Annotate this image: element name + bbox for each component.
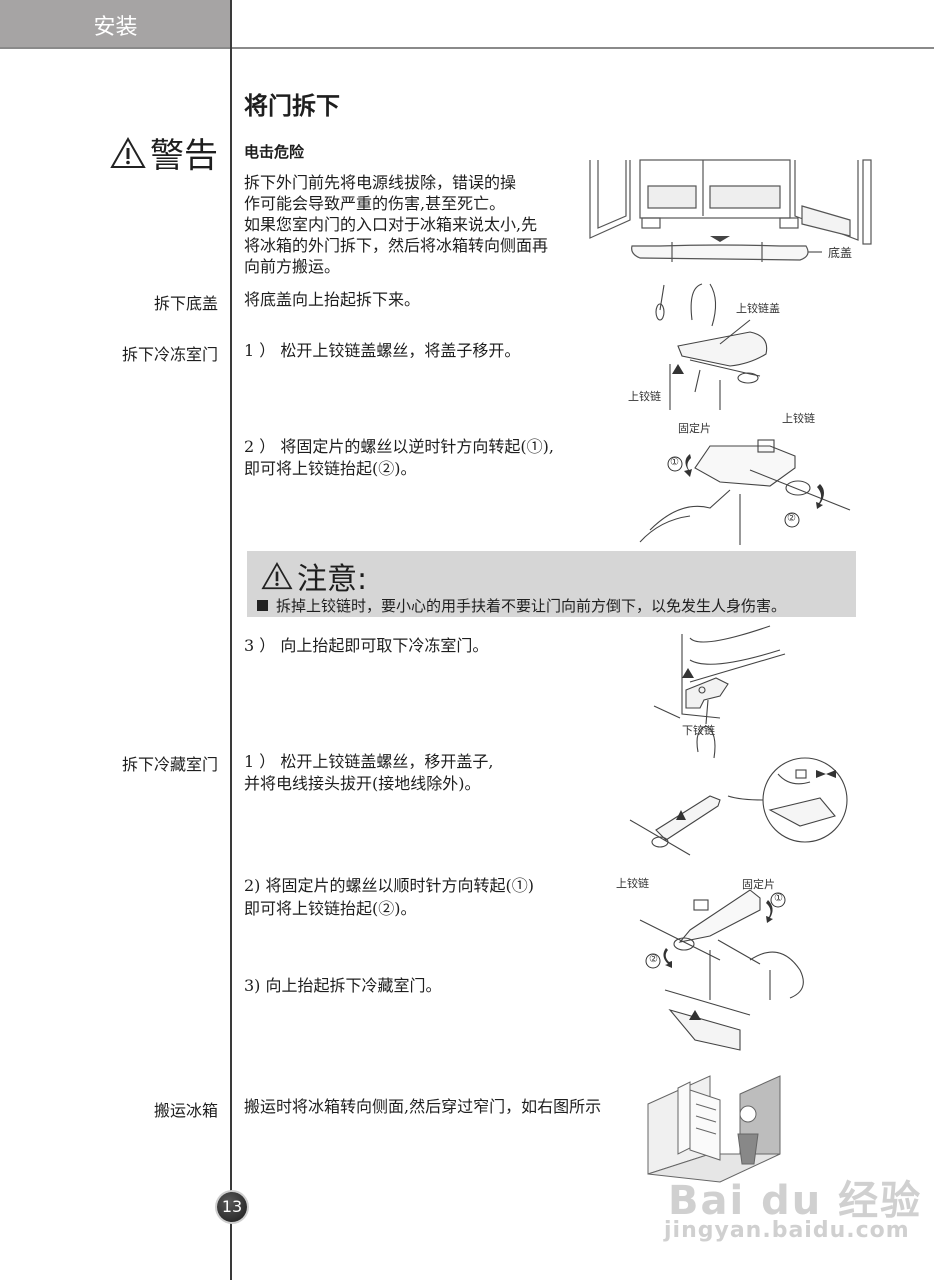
section-label-remove-fridge-door: 拆下冷藏室门 <box>121 755 218 774</box>
margin-rule <box>230 0 232 1280</box>
watermark-brand: Bai du 经验 <box>668 1178 923 1224</box>
upper-hinge-label: 上铰链 <box>628 390 661 403</box>
section-label-remove-base-cover: 拆下底盖 <box>153 294 218 313</box>
fridge-hinge-illustration <box>639 889 804 1051</box>
caution-heading: 注意: <box>261 554 367 598</box>
caution-box: 注意: 拆掉上铰链时，要小心的用手扶着不要让门向前方倒下，以免发生人身伤害。 <box>247 551 856 617</box>
warning-triangle-icon <box>261 562 293 590</box>
lower-hinge-label: 下铰链 <box>682 724 715 737</box>
moving-fridge-figure <box>640 1074 790 1184</box>
upper-hinge-cover-label: 上铰链盖 <box>736 302 780 315</box>
caution-line: 拆掉上铰链时，要小心的用手扶着不要让门向前方倒下，以免发生人身伤害。 <box>257 595 786 616</box>
moving-illustration <box>647 1075 781 1183</box>
upper-hinge-label: 上铰链 <box>616 877 649 890</box>
fixing-plate-label: 固定片 <box>742 878 775 891</box>
step-text: 搬运时将冰箱转向侧面,然后穿过窄门，如右图所示 <box>244 1097 602 1116</box>
fixing-plate-label: 固定片 <box>678 422 711 435</box>
step-marker-1: ① <box>670 457 679 468</box>
caution-heading-text: 注意: <box>297 562 368 597</box>
page-number-badge: 13 <box>217 1192 247 1222</box>
step-text: 将底盖向上抬起拆下来。 <box>244 290 421 309</box>
step-marker-2: ② <box>649 954 658 965</box>
warning-line: 将冰箱的外门拆下，然后将冰箱转向侧面再 <box>244 236 549 255</box>
base-cover-label: 底盖 <box>828 246 853 260</box>
step-text: 3) 向上抬起拆下冷藏室门。 <box>244 976 442 995</box>
section-label-move-fridge: 搬运冰箱 <box>153 1101 218 1120</box>
upper-hinge-label: 上铰链 <box>782 412 815 425</box>
section-label-remove-freezer-door: 拆下冷冻室门 <box>121 345 218 364</box>
hinge-illustration <box>639 283 851 545</box>
warning-subheading: 电击危险 <box>244 143 305 161</box>
step-marker-2: ② <box>787 513 796 524</box>
lower-hinge-illustration <box>629 625 848 856</box>
warning-line: 向前方搬运。 <box>244 257 341 276</box>
warning-heading: 警告 <box>110 128 218 177</box>
page-title: 将门拆下 <box>244 92 340 120</box>
step-text: 1 ） 松开上铰链盖螺丝，将盖子移开。 <box>244 341 521 360</box>
step-text: 即可将上铰链抬起(②)。 <box>244 899 417 918</box>
step-text: 2) 将固定片的螺丝以顺时针方向转起(①) <box>244 876 534 895</box>
warning-heading-text: 警告 <box>150 136 218 176</box>
step-text: 即可将上铰链抬起(②)。 <box>244 459 417 478</box>
caution-text: 拆掉上铰链时，要小心的用手扶着不要让门向前方倒下，以免发生人身伤害。 <box>276 597 787 615</box>
fridge-illustration <box>589 159 872 262</box>
freezer-hinge-figure: 上铰链盖 上铰链 固定片 上铰链 ① ② <box>620 280 870 550</box>
step-text: 并将电线接头拔开(接地线除外)。 <box>244 774 481 793</box>
warning-line: 如果您室内门的入口对于冰箱来说太小,先 <box>244 215 538 234</box>
step-text: 2 ） 将固定片的螺丝以逆时针方向转起(①), <box>244 437 554 456</box>
step-text: 3 ） 向上抬起即可取下冷冻室门。 <box>244 636 489 655</box>
fridge-base-cover-figure: 底盖 <box>580 158 934 268</box>
section-tab-label: 安装 <box>93 15 138 40</box>
watermark-url: jingyan.baidu.com <box>664 1218 910 1243</box>
warning-line: 拆下外门前先将电源线拔除，错误的操 <box>244 173 517 192</box>
bullet-square-icon <box>257 600 268 611</box>
warning-line: 作可能会导致严重的伤害,甚至死亡。 <box>244 194 506 213</box>
fridge-hinge-figure: 上铰链 固定片 ① ② <box>610 870 820 1065</box>
step-marker-1: ① <box>774 893 783 904</box>
lower-hinge-figure: 下铰链 <box>620 620 934 860</box>
section-tab: 安装 <box>0 0 231 47</box>
header-rule <box>0 47 934 49</box>
step-text: 1 ） 松开上铰链盖螺丝，移开盖子, <box>244 752 494 771</box>
warning-triangle-icon <box>110 136 146 168</box>
